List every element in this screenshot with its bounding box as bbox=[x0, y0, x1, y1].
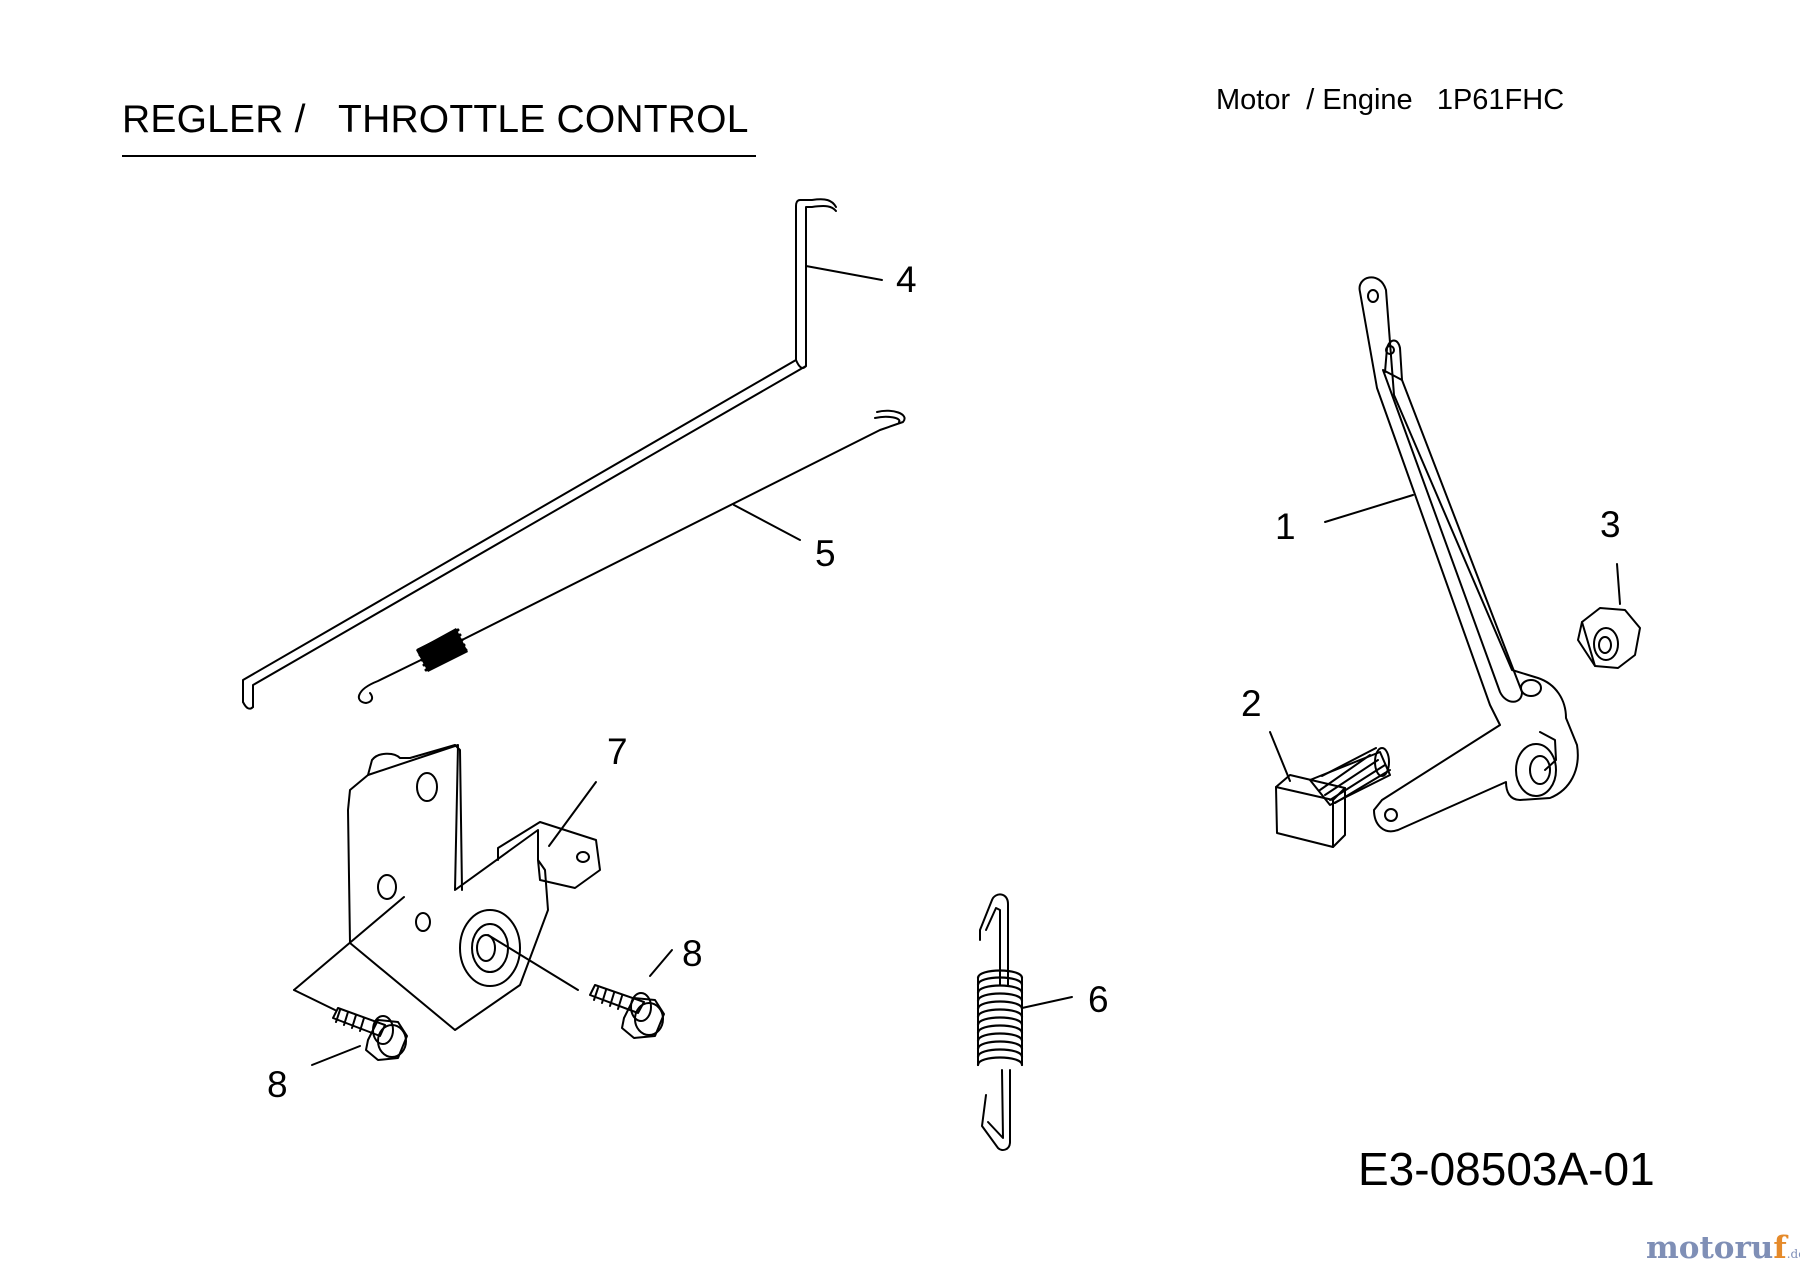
part-1-lever bbox=[1358, 276, 1579, 833]
callout-3: 3 bbox=[1600, 504, 1621, 545]
callout-5: 5 bbox=[815, 533, 836, 574]
leader-6 bbox=[1021, 996, 1073, 1009]
leader-3 bbox=[1616, 563, 1621, 605]
title-underline bbox=[122, 155, 756, 157]
part-2-screw bbox=[1275, 747, 1391, 848]
callout-4: 4 bbox=[896, 259, 917, 300]
part-8-bolt-right bbox=[589, 984, 665, 1039]
callout-7: 7 bbox=[607, 731, 628, 772]
leader-7 bbox=[548, 781, 597, 847]
diagram-code: E3-08503A-01 bbox=[1358, 1143, 1655, 1195]
leader-8-left-c bbox=[311, 1045, 361, 1066]
callout-2: 2 bbox=[1241, 683, 1262, 724]
callout-6: 6 bbox=[1088, 979, 1109, 1020]
callout-1: 1 bbox=[1275, 506, 1296, 547]
leader-8-left-b bbox=[293, 989, 336, 1011]
leader-8-right-a bbox=[487, 934, 579, 991]
engine-label: Motor / Engine 1P61FHC bbox=[1216, 84, 1565, 116]
part-4-rod bbox=[242, 198, 837, 710]
watermark-tld: .de bbox=[1786, 1247, 1800, 1261]
callout-8-right: 8 bbox=[682, 933, 703, 974]
leader-5 bbox=[733, 504, 801, 541]
part-5-spring-rod bbox=[357, 409, 906, 704]
leader-8-right-b bbox=[649, 949, 673, 977]
part-7-bracket bbox=[347, 744, 601, 1031]
part-3-nut bbox=[1577, 607, 1641, 669]
part-8-bolt-left bbox=[332, 1007, 408, 1061]
leader-1 bbox=[1324, 494, 1414, 523]
leader-2 bbox=[1269, 731, 1291, 782]
watermark-main: motoru bbox=[1646, 1230, 1774, 1266]
callout-8-left: 8 bbox=[267, 1064, 288, 1105]
leader-4 bbox=[805, 265, 883, 281]
watermark-accent: f bbox=[1773, 1230, 1787, 1266]
part-6-spring bbox=[976, 893, 1024, 1151]
diagram-title: REGLER / THROTTLE CONTROL bbox=[122, 98, 749, 141]
leader-8-left-a bbox=[293, 896, 405, 991]
watermark-logo: motoruf.de bbox=[1646, 1230, 1800, 1266]
